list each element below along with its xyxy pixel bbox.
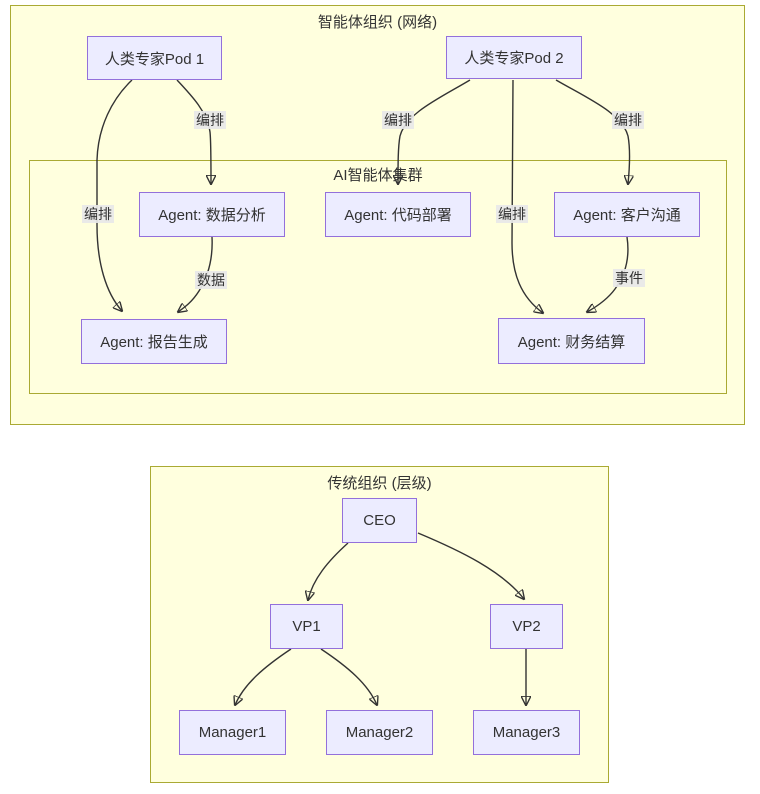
edge-label-pod1-report-gen: 编排 — [82, 205, 114, 223]
node-agent-data-analysis: Agent: 数据分析 — [139, 192, 285, 237]
cluster-ai-agents-title: AI智能体集群 — [333, 167, 423, 184]
edge-label-pod1-data-analysis: 编排 — [194, 111, 226, 129]
node-agent-report-gen: Agent: 报告生成 — [81, 319, 227, 364]
node-agent-customer-comm: Agent: 客户沟通 — [554, 192, 700, 237]
cluster-agent-network-title: 智能体组织 (网络) — [317, 14, 438, 31]
node-vp1: VP1 — [270, 604, 343, 649]
edge-label-pod2-finance: 编排 — [496, 205, 528, 223]
node-vp2: VP2 — [490, 604, 563, 649]
node-human-expert-pod1: 人类专家Pod 1 — [87, 36, 222, 80]
edge-label-customer-comm-finance: 事件 — [613, 269, 645, 287]
node-manager1: Manager1 — [179, 710, 286, 755]
node-ceo: CEO — [342, 498, 417, 543]
node-manager3: Manager3 — [473, 710, 580, 755]
edge-label-data-analysis-report-gen: 数据 — [195, 271, 227, 289]
cluster-traditional-title: 传统组织 (层级) — [327, 475, 432, 492]
node-manager2: Manager2 — [326, 710, 433, 755]
edge-label-pod2-customer-comm: 编排 — [612, 111, 644, 129]
node-agent-code-deploy: Agent: 代码部署 — [325, 192, 471, 237]
edge-label-pod2-code-deploy: 编排 — [382, 111, 414, 129]
node-agent-finance: Agent: 财务结算 — [498, 318, 645, 364]
node-human-expert-pod2: 人类专家Pod 2 — [446, 36, 582, 79]
